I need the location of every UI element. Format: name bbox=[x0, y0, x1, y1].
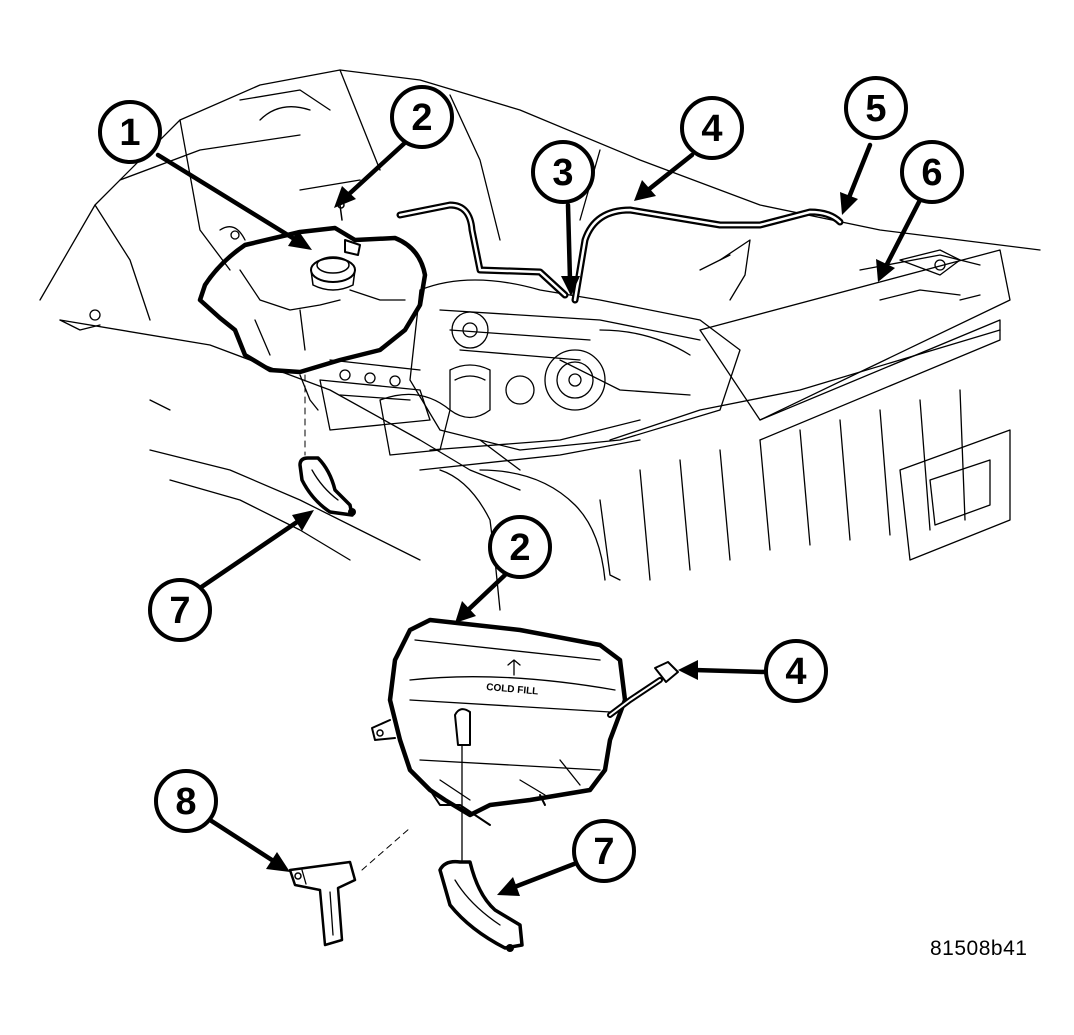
callout-7-lower: 7 bbox=[572, 819, 636, 883]
callout-2-upper: 2 bbox=[390, 85, 454, 149]
callout-7-upper: 7 bbox=[148, 578, 212, 642]
lower-hose-removed bbox=[438, 859, 524, 952]
callout-3-label: 3 bbox=[552, 152, 573, 194]
engine-bay-artwork bbox=[39, 69, 1041, 611]
figure-id: 81508b41 bbox=[930, 937, 1028, 960]
callout-7-lower-label: 7 bbox=[593, 831, 614, 873]
callout-8: 8 bbox=[154, 769, 218, 833]
callout-1-label: 1 bbox=[119, 112, 140, 154]
callout-3: 3 bbox=[531, 140, 595, 204]
callout-2-lower: 2 bbox=[488, 515, 552, 579]
callout-4-upper-label: 4 bbox=[701, 108, 722, 150]
callout-leaders bbox=[155, 137, 923, 896]
callout-4-upper: 4 bbox=[680, 96, 744, 160]
callout-1: 1 bbox=[98, 100, 162, 164]
callout-8-label: 8 bbox=[175, 781, 196, 823]
lower-hose-installed bbox=[298, 456, 356, 517]
callout-2-upper-label: 2 bbox=[411, 97, 432, 139]
hose-highlights bbox=[398, 203, 842, 302]
callout-6: 6 bbox=[900, 140, 964, 204]
callout-4-lower-label: 4 bbox=[785, 651, 806, 693]
tank-cold-fill-marking: COLD FILL bbox=[486, 682, 539, 698]
callout-4-lower: 4 bbox=[764, 639, 828, 703]
removed-coolant-recovery-tank: COLD FILL bbox=[371, 617, 679, 861]
overflow-and-vent-hoses bbox=[396, 201, 844, 304]
installed-coolant-recovery-tank bbox=[197, 201, 428, 375]
callout-5: 5 bbox=[844, 76, 908, 140]
callout-5-label: 5 bbox=[865, 88, 886, 130]
alignment-lines bbox=[304, 374, 411, 871]
callout-2-lower-label: 2 bbox=[509, 527, 530, 569]
callout-7-upper-label: 7 bbox=[169, 590, 190, 632]
callout-6-label: 6 bbox=[921, 152, 942, 194]
mounting-bracket bbox=[288, 860, 357, 947]
